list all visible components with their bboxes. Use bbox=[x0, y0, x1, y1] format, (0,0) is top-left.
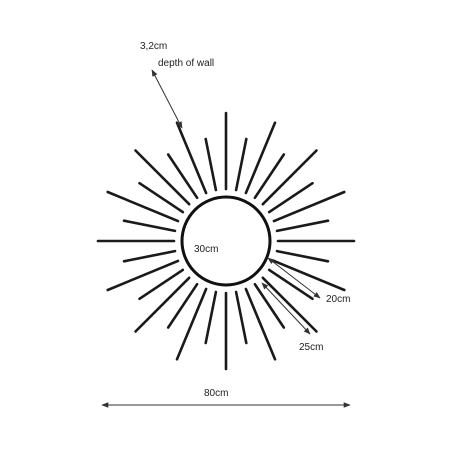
overall-width-label: 80cm bbox=[204, 388, 228, 399]
long-ray-18 bbox=[175, 287, 208, 361]
long-ray-20 bbox=[134, 276, 191, 333]
long-ray-22 bbox=[106, 259, 180, 292]
short-ray-31 bbox=[204, 137, 218, 192]
long-ray-length-label: 25cm bbox=[299, 342, 323, 353]
short-ray-3 bbox=[253, 153, 286, 200]
short-ray-29 bbox=[166, 153, 199, 200]
short-ray-9 bbox=[275, 249, 330, 263]
short-ray-length-label: 20cm bbox=[326, 294, 350, 305]
long-ray-dimension-arrow bbox=[261, 282, 311, 335]
long-ray-30 bbox=[175, 121, 208, 195]
long-ray-4 bbox=[261, 149, 318, 206]
short-ray-25 bbox=[122, 219, 177, 233]
long-ray-2 bbox=[244, 121, 277, 195]
mirror-frame bbox=[180, 195, 272, 287]
long-ray-12 bbox=[261, 276, 318, 333]
depth-caption-label: depth of wall bbox=[158, 58, 214, 69]
long-ray-10 bbox=[272, 259, 346, 292]
short-ray-dimension-arrow bbox=[267, 257, 321, 299]
depth-value-label: 3,2cm bbox=[140, 41, 167, 52]
short-ray-7 bbox=[275, 219, 330, 233]
short-ray-21 bbox=[138, 268, 185, 301]
long-ray-28 bbox=[134, 149, 191, 206]
short-ray-17 bbox=[204, 290, 218, 345]
mirror-diameter-label: 30cm bbox=[194, 244, 218, 255]
long-ray-26 bbox=[106, 190, 180, 223]
short-ray-19 bbox=[166, 282, 199, 329]
short-ray-5 bbox=[267, 181, 314, 214]
long-ray-14 bbox=[244, 287, 277, 361]
depth-arrow bbox=[151, 69, 183, 129]
short-ray-27 bbox=[138, 181, 185, 214]
long-ray-6 bbox=[272, 190, 346, 223]
short-ray-1 bbox=[234, 137, 248, 192]
short-ray-15 bbox=[234, 290, 248, 345]
short-ray-23 bbox=[122, 249, 177, 263]
